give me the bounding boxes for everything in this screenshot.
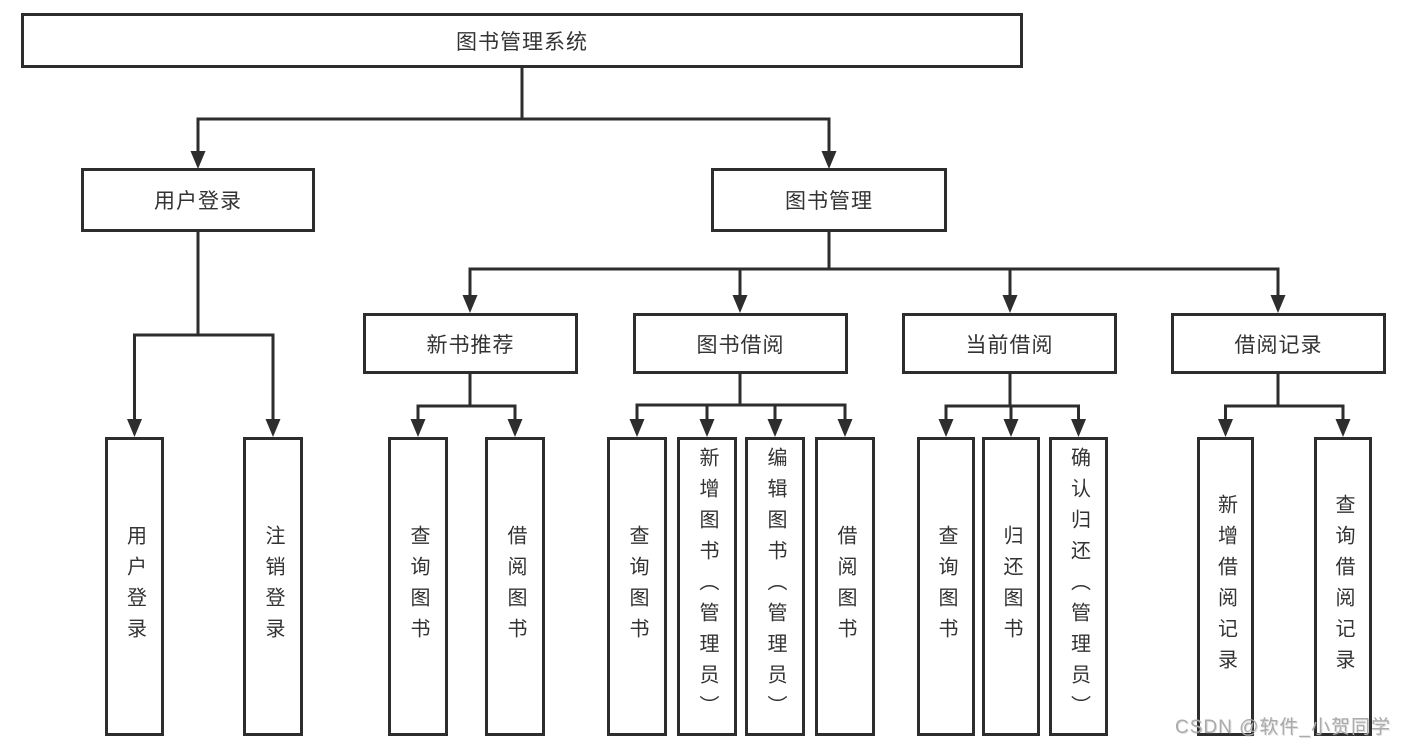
leaf-recommend-borrow-books: 借阅图书 xyxy=(485,437,545,736)
node-user-login: 用户登录 xyxy=(81,168,315,232)
node-current-borrow: 当前借阅 xyxy=(902,313,1117,374)
node-new-book-recommend: 新书推荐 xyxy=(363,313,578,374)
leaf-label: 编辑图书（管理员） xyxy=(764,447,786,726)
leaf-borrow-query-books: 查询图书 xyxy=(607,437,667,736)
leaf-label: 新增图书（管理员） xyxy=(696,447,718,726)
leaf-current-query-books: 查询图书 xyxy=(917,437,975,736)
leaf-return-books: 归还图书 xyxy=(982,437,1040,736)
leaf-label: 查询图书 xyxy=(407,524,429,649)
leaf-label: 借阅图书 xyxy=(834,524,856,649)
leaf-label: 查询图书 xyxy=(626,524,648,649)
leaf-label: 用户登录 xyxy=(123,524,146,649)
leaf-logout: 注销登录 xyxy=(243,437,303,736)
leaf-query-borrow-record: 查询借阅记录 xyxy=(1314,437,1372,736)
node-book-management: 图书管理 xyxy=(711,168,947,232)
leaf-label: 新增借阅记录 xyxy=(1214,493,1237,680)
leaf-label: 归还图书 xyxy=(1000,524,1022,649)
node-borrow-records: 借阅记录 xyxy=(1171,313,1386,374)
leaf-label: 查询借阅记录 xyxy=(1332,493,1354,680)
leaf-label: 借阅图书 xyxy=(504,524,526,649)
leaf-borrow-books: 借阅图书 xyxy=(815,437,875,736)
csdn-watermark: CSDN @软件_小贺同学 xyxy=(1175,717,1391,738)
node-book-borrow: 图书借阅 xyxy=(633,313,848,374)
leaf-user-login: 用户登录 xyxy=(105,437,164,736)
leaf-edit-books-admin: 编辑图书（管理员） xyxy=(745,437,805,736)
leaf-label: 注销登录 xyxy=(262,524,284,649)
leaf-add-books-admin: 新增图书（管理员） xyxy=(677,437,737,736)
node-root-system: 图书管理系统 xyxy=(21,13,1023,68)
leaf-label: 查询图书 xyxy=(935,524,957,649)
leaf-confirm-return-admin: 确认归还（管理员） xyxy=(1049,437,1108,736)
leaf-recommend-query-books: 查询图书 xyxy=(388,437,448,736)
leaf-add-borrow-record: 新增借阅记录 xyxy=(1197,437,1254,736)
leaf-label: 确认归还（管理员） xyxy=(1067,447,1090,726)
